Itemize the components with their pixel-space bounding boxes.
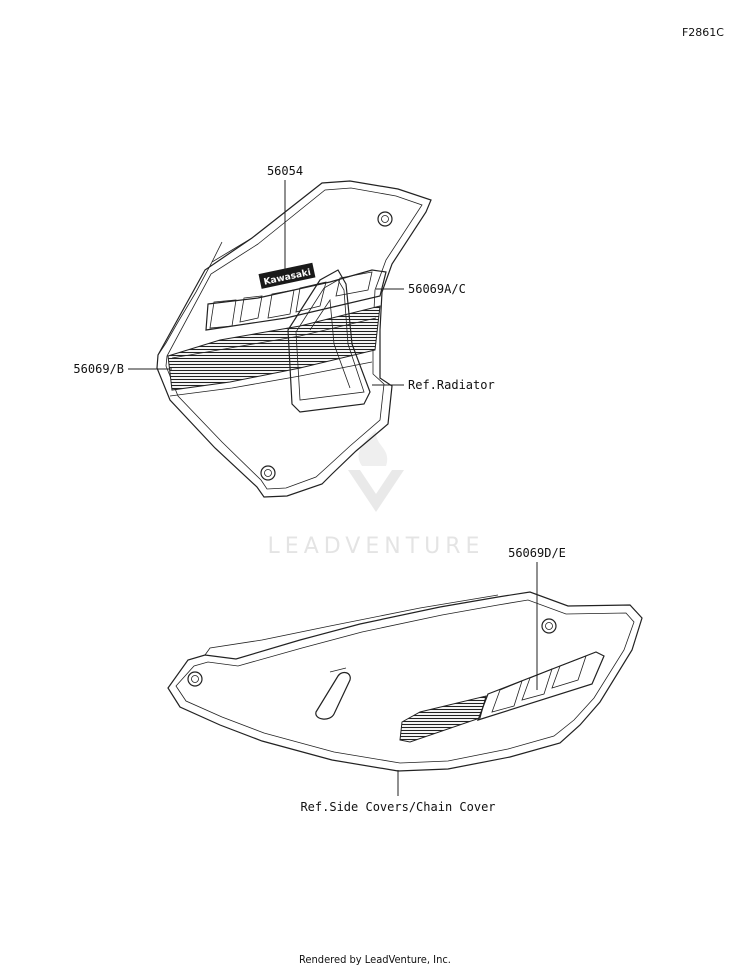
650-decal bbox=[476, 651, 605, 721]
watermark-text: LEADVENTURE bbox=[268, 534, 485, 559]
radiator-shroud-drawing: Kawasaki bbox=[156, 180, 432, 498]
leader-lines-lower bbox=[397, 562, 538, 796]
label-56069-a-c: 56069A/C bbox=[408, 282, 466, 296]
figure-id: F2861C bbox=[682, 26, 724, 39]
leadventure-watermark: LEADVENTURE bbox=[268, 430, 485, 559]
side-cover-drawing bbox=[167, 591, 643, 772]
kawasaki-logo-decal: Kawasaki bbox=[258, 262, 316, 289]
label-56069-d-e: 56069D/E bbox=[508, 546, 566, 560]
label-ref-side-covers: Ref.Side Covers/Chain Cover bbox=[300, 800, 495, 814]
label-56069-b: 56069/B bbox=[73, 362, 124, 376]
leader-lines-upper bbox=[128, 180, 404, 386]
label-56054: 56054 bbox=[267, 164, 303, 178]
label-ref-radiator: Ref.Radiator bbox=[408, 378, 495, 392]
footer-credit: Rendered by LeadVenture, Inc. bbox=[299, 953, 451, 966]
klr-stripe-decal bbox=[205, 269, 387, 331]
